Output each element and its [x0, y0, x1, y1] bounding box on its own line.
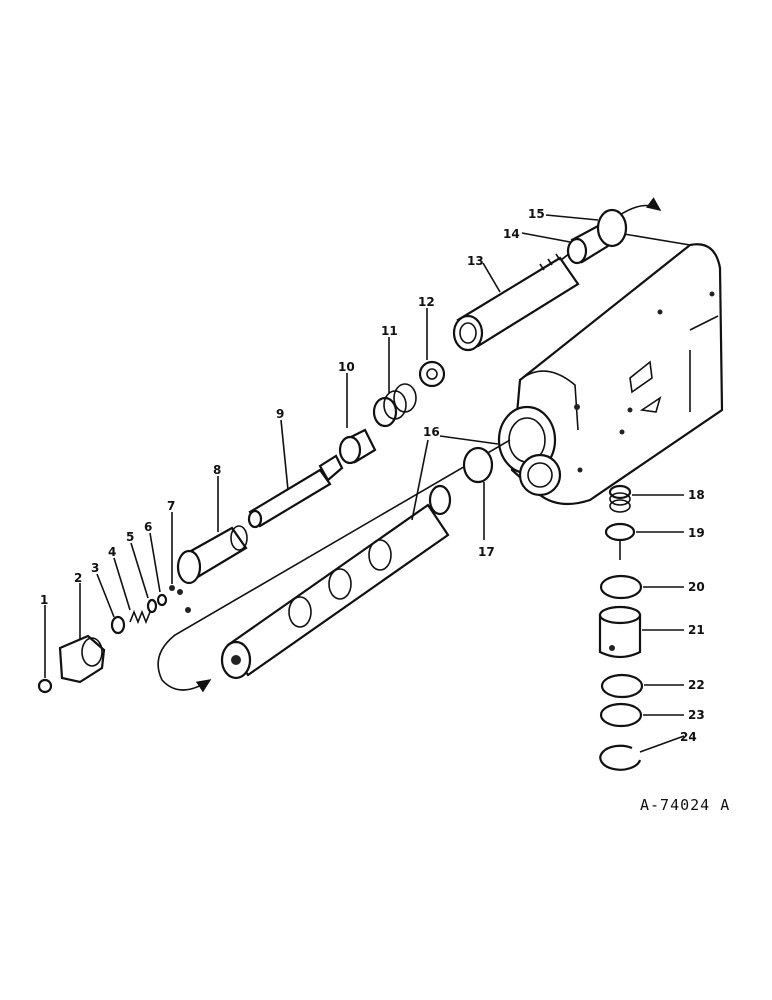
callout-11: 11 — [381, 324, 398, 338]
part-6-washer — [156, 593, 168, 607]
part-17-o-ring — [462, 446, 494, 484]
part-16-spool — [220, 484, 452, 680]
part-23-o-ring — [599, 702, 643, 728]
callout-23: 23 — [688, 708, 705, 722]
part-1-snap-ring — [37, 678, 53, 694]
callout-12: 12 — [418, 295, 435, 309]
flow-arrow-lower — [157, 439, 511, 693]
part-3-ring — [110, 615, 126, 635]
part-21-seat — [598, 605, 642, 659]
callout-8: 8 — [213, 463, 221, 477]
part-13-cylinder — [452, 253, 580, 352]
callout-10: 10 — [338, 360, 355, 374]
part-15-o-ring — [596, 208, 628, 248]
callout-17: 17 — [478, 545, 495, 559]
part-20-o-ring — [599, 574, 643, 600]
callout-2: 2 — [74, 571, 82, 585]
part-19-poppet — [604, 522, 636, 560]
callout-22: 22 — [688, 678, 705, 692]
callout-20: 20 — [688, 580, 705, 594]
callout-14: 14 — [503, 227, 520, 241]
part-11-spring — [372, 383, 417, 428]
part-24-snap-ring — [599, 744, 642, 771]
part-4-spring — [129, 609, 151, 625]
part-7-balls — [169, 585, 191, 613]
callout-15: 15 — [528, 207, 545, 221]
callout-labels: 1 2 3 4 5 6 7 8 9 10 11 12 13 14 15 16 1… — [40, 207, 705, 744]
leader-lines — [44, 214, 685, 753]
callout-7: 7 — [167, 499, 175, 513]
part-5-retainer — [146, 598, 158, 614]
callout-9: 9 — [276, 407, 284, 421]
callout-18: 18 — [688, 488, 705, 502]
callout-4: 4 — [108, 545, 116, 559]
callout-13: 13 — [467, 254, 484, 268]
drawing-reference-number: A-74024 A — [640, 796, 730, 814]
callout-16: 16 — [423, 425, 440, 439]
callout-1: 1 — [40, 593, 48, 607]
callout-5: 5 — [126, 530, 134, 544]
part-9-plunger — [247, 454, 344, 529]
part-10-bushing — [338, 428, 377, 465]
part-18-spring — [608, 484, 632, 513]
callout-21: 21 — [688, 623, 705, 637]
callout-3: 3 — [91, 561, 99, 575]
part-2-plug — [58, 634, 106, 684]
part-8-sleeve — [176, 525, 248, 585]
callout-24: 24 — [680, 730, 697, 744]
part-22-o-ring — [600, 673, 644, 699]
callout-6: 6 — [144, 520, 152, 534]
part-12-washer — [418, 360, 446, 388]
callout-19: 19 — [688, 526, 705, 540]
valve-body-housing — [469, 229, 724, 506]
